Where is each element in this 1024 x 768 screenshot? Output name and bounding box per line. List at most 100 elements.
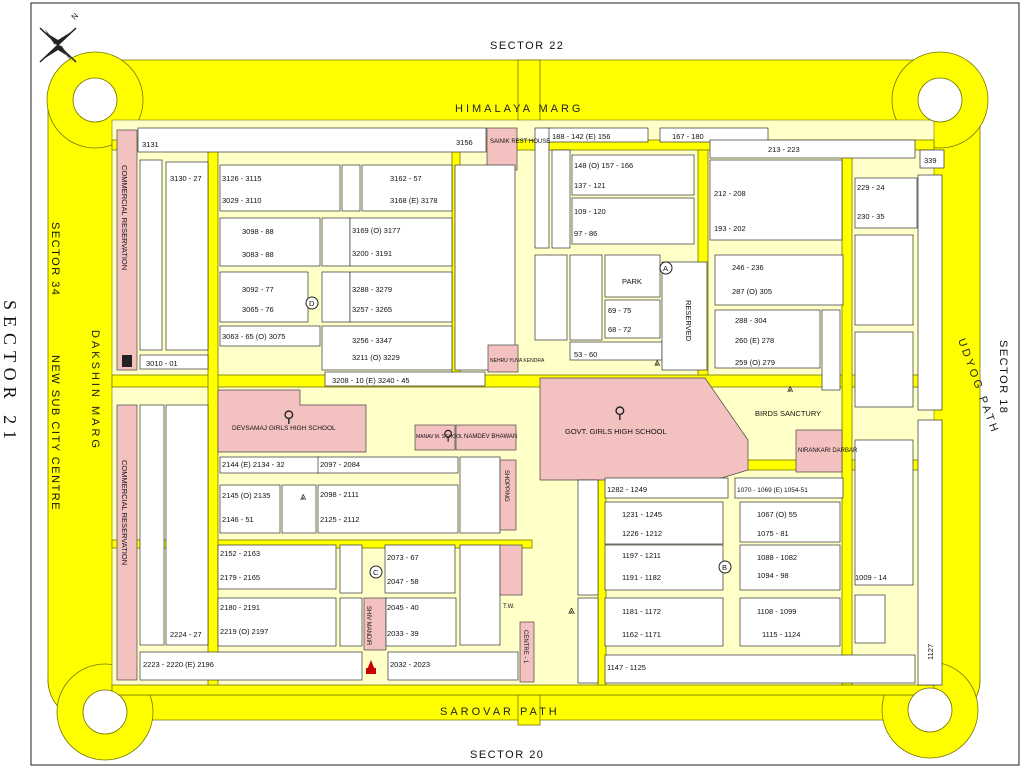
plot-label: 1009 - 14 xyxy=(855,573,887,582)
plot-label: 2223 - 2220 (E) 2196 xyxy=(143,660,214,669)
plot-label: 148 (O) 157 - 166 xyxy=(574,161,633,170)
plot-label: 2152 - 2163 xyxy=(220,549,260,558)
plot-label: 53 - 60 xyxy=(574,350,597,359)
nehru-yuva-kendra-label: NEHRU YUVA KENDRA xyxy=(490,358,545,364)
plot-label: 1162 - 1171 xyxy=(622,630,661,639)
plot-label: 193 - 202 xyxy=(714,224,746,233)
plot-label: 1197 - 1211 xyxy=(622,551,661,560)
devsamaj-school xyxy=(217,389,367,453)
tubewell-label: T.W. xyxy=(503,604,515,610)
plot-label: 188 - 142 (E) 156 xyxy=(552,132,610,141)
tower-icon: ⩓ xyxy=(654,357,661,369)
plot-label: 3130 - 27 xyxy=(170,174,202,183)
school-icon: ⚲ xyxy=(443,427,453,443)
water-tank-icon xyxy=(122,355,132,367)
compass-rose-icon: N xyxy=(39,11,81,63)
plot-label: 109 - 120 xyxy=(574,207,606,216)
manav-school xyxy=(414,424,456,451)
plot-label: 97 - 86 xyxy=(574,229,597,238)
svg-text:B: B xyxy=(722,563,727,572)
shopping-label: SHOPPING xyxy=(503,470,509,502)
reserved-label: RESERVED xyxy=(684,300,693,342)
svg-text:⚲: ⚲ xyxy=(614,405,626,422)
school-icon: ⚲ xyxy=(614,405,626,422)
devsamaj-label: DEVSAMAJ GIRLS HIGH SCHOOL xyxy=(232,425,336,432)
plot-label: 1127 xyxy=(926,644,935,660)
commercial-reservation-label: COMMERCIAL RESERVATION xyxy=(120,165,129,270)
svg-text:A: A xyxy=(663,264,668,273)
tower-icon: ⩓ xyxy=(300,491,307,503)
commercial-reservation-south xyxy=(116,404,138,681)
plot-label: 2097 - 2084 xyxy=(320,460,360,469)
plot-label: 287 (O) 305 xyxy=(732,287,772,296)
plot-label: 1191 - 1182 xyxy=(622,573,661,582)
plot-label: 3098 - 88 xyxy=(242,227,274,236)
svg-text:⩓: ⩓ xyxy=(300,491,307,503)
plot-label: 2145 (O) 2135 xyxy=(222,491,270,500)
plot-label: 288 - 304 xyxy=(735,316,767,325)
govt-girls-high-school xyxy=(539,377,749,481)
plot-label: 2045 - 40 xyxy=(387,603,419,612)
plot-label: 260 (E) 278 xyxy=(735,336,774,345)
plot-label: 3010 - 01 xyxy=(146,359,178,368)
plot-label: 246 - 236 xyxy=(732,263,764,272)
plot-label: 3200 - 3191 xyxy=(352,249,392,258)
temple-icon xyxy=(366,660,376,674)
plot-label: 229 - 24 xyxy=(857,183,885,192)
plot-label: 2224 - 27 xyxy=(170,630,202,639)
plot-label: 339 xyxy=(924,156,937,165)
plot-label: 3257 - 3265 xyxy=(352,305,392,314)
plot-label: 1282 - 1249 xyxy=(607,485,647,494)
plot-label: 3288 - 3279 xyxy=(352,285,392,294)
plot-label: 2146 - 51 xyxy=(222,515,254,524)
plot-labels: 3131 3156 188 - 142 (E) 156 167 - 180 21… xyxy=(142,132,937,672)
plot-label: 1147 - 1125 xyxy=(607,663,646,672)
plot-label: 1226 - 1212 xyxy=(622,529,662,538)
plot-label: 3208 - 10 (E) 3240 - 45 xyxy=(332,376,410,385)
plot-label: 3083 - 88 xyxy=(242,250,274,259)
label-far-left-sector: SECTOR 21 xyxy=(0,300,20,445)
namdev-label: NAMDEV BHAWAN xyxy=(464,434,517,440)
plot-label: 3256 - 3347 xyxy=(352,336,392,345)
plot-label: 230 - 35 xyxy=(857,212,885,221)
plot-label: 213 - 223 xyxy=(768,145,800,154)
label-top-sector: SECTOR 22 xyxy=(490,40,564,52)
svg-text:C: C xyxy=(373,568,379,577)
marker-a: A xyxy=(659,261,673,275)
road-dakshin-marg: DAKSHIN MARG xyxy=(89,330,101,451)
north-label: N xyxy=(70,11,81,22)
label-right-sector: SECTOR 18 xyxy=(997,340,1009,414)
plot-label: 3162 - 57 xyxy=(390,174,422,183)
plot-label: 2032 - 2023 xyxy=(390,660,430,669)
plot-label: 3126 - 3115 xyxy=(222,174,261,183)
plot-label: 137 - 121 xyxy=(574,181,606,190)
plot-label: 2033 - 39 xyxy=(387,629,419,638)
marker-b: B xyxy=(718,560,732,574)
plot-label: 2125 - 2112 xyxy=(320,515,359,524)
svg-text:⚲: ⚲ xyxy=(443,427,453,443)
label-bottom-sector: SECTOR 20 xyxy=(470,749,544,761)
plot-label: 2047 - 58 xyxy=(387,577,419,586)
nirankari-label: NIRANKARI DARBAR xyxy=(798,448,858,454)
namdev-bhawan xyxy=(455,424,517,451)
plot-label: 3029 - 3110 xyxy=(222,196,261,205)
nirankari-darbar xyxy=(795,429,843,473)
birds-sanctuary-label: BIRDS SANCTURY xyxy=(755,409,821,418)
plot-label: 2073 - 67 xyxy=(387,553,419,562)
plot-label: 69 - 75 xyxy=(608,306,631,315)
sainik-rest-house xyxy=(486,127,518,171)
svg-text:⩓: ⩓ xyxy=(787,383,794,395)
tower-icon: ⩓ xyxy=(787,383,794,395)
plot-label: 1094 - 98 xyxy=(757,571,789,580)
plot-label: 3065 - 76 xyxy=(242,305,274,314)
plot-label: 2179 - 2165 xyxy=(220,573,260,582)
svg-text:⩓: ⩓ xyxy=(654,357,661,369)
plot-label: 1231 - 1245 xyxy=(622,510,662,519)
plot-label: 259 (O) 279 xyxy=(735,358,775,367)
plot-label: 1115 - 1124 xyxy=(762,630,800,639)
plot-label: 1070 - 1069 (E) 1054-51 xyxy=(737,487,808,494)
shiv-mandir-label: SHIV MANDIR xyxy=(365,606,371,646)
plot-label: 3063 - 65 (O) 3075 xyxy=(222,332,285,341)
plot-label: 3156 xyxy=(456,138,473,147)
